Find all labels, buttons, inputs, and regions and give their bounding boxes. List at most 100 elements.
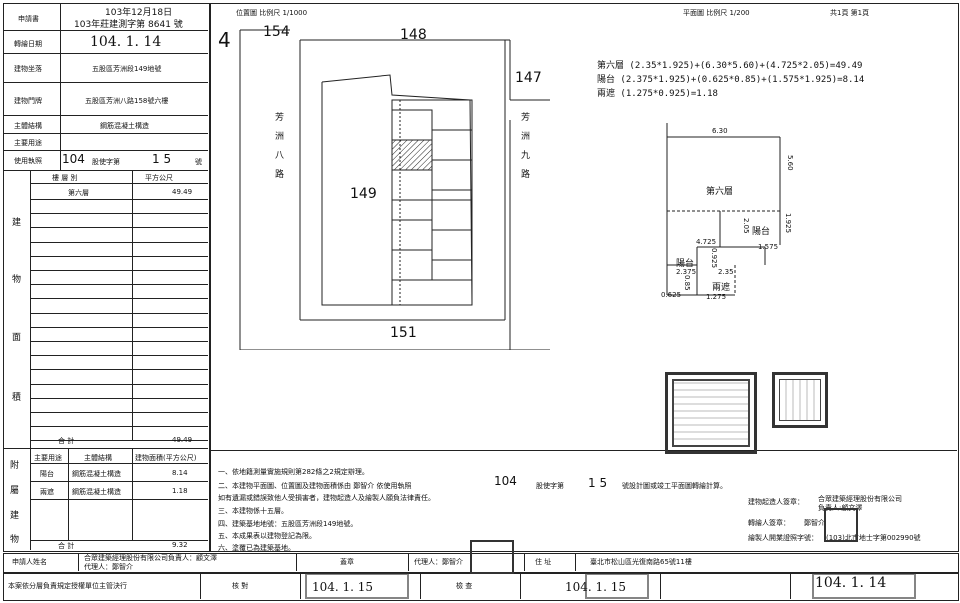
seal-label: 蓋章 (340, 558, 354, 566)
annex-row-structure: 鋼筋混凝土構造 (72, 488, 121, 496)
note-3: 三、本建物係十五層。 (218, 507, 288, 515)
row-label-transfer: 轉繪日期 (14, 40, 42, 48)
applicant-name-label: 申請人姓名 (12, 558, 47, 566)
drafter-sign-label: 轉繪人簽章： (748, 519, 790, 527)
cert-number: (103)北市地士字第002990號 (826, 534, 921, 542)
agent-label: 代理人：鄭智介 (414, 558, 463, 566)
north-arrow-icon: 4 (218, 28, 231, 52)
header-floor: 樓 層 別 (52, 174, 78, 182)
divider (575, 553, 576, 571)
divider (3, 115, 208, 116)
divider (296, 553, 297, 571)
drafter-sign-name: 鄭智介 (804, 519, 825, 527)
approve-date: 104. 1. 14 (815, 575, 887, 591)
divider (210, 450, 957, 451)
divider (660, 573, 661, 599)
annex-row-area: 1.18 (172, 487, 188, 495)
row-label-site: 建物坐落 (14, 65, 42, 73)
divider (3, 82, 208, 83)
annex-total-label: 合 計 (58, 542, 75, 550)
office-label: 本案依分層負責規定授權單位主管決行 (8, 582, 127, 590)
divider (420, 573, 421, 599)
area-grid-line (30, 199, 208, 200)
divider (78, 553, 79, 571)
area-grid-line (30, 270, 208, 271)
area-grid-line (30, 241, 208, 243)
sixth-floor-label: 第六層 (706, 187, 734, 197)
application-date: 103年12月18日 (105, 8, 173, 18)
formula-eaves: 兩遮 (1.275*0.925)=1.18 (597, 89, 718, 99)
area-grid-line (30, 284, 208, 286)
annex-row-area: 8.14 (172, 469, 188, 477)
dim-top: 6.30 (712, 127, 728, 135)
area-grid-line (30, 227, 208, 229)
structure-value: 鋼筋混凝土構造 (100, 122, 149, 130)
check2-label: 檢 查 (456, 582, 473, 590)
divider (132, 448, 133, 540)
row-label-license: 使用執照 (14, 157, 42, 165)
total-area: 49.49 (172, 436, 193, 444)
note-license-year: 104 (494, 474, 517, 488)
annex-label-1: 附 (10, 461, 20, 471)
lot-147: 147 (515, 70, 542, 86)
area-grid-line (30, 341, 208, 342)
area-grid-line (30, 383, 208, 385)
divider (30, 499, 208, 500)
dim-4725: 4.725 (696, 238, 717, 246)
lot-148: 148 (400, 27, 427, 43)
note-license-tail: 號設計圖或竣工平面圖轉繪計算。 (622, 482, 727, 490)
floor-plan-drawing (666, 123, 781, 296)
divider (520, 573, 521, 599)
note-2: 二、本建物平面圖、位置圖及建物面積係由 鄭智介 依使用執照 (218, 482, 412, 490)
license-number: 1 5 (152, 152, 172, 166)
area-grid-line (30, 369, 208, 371)
area-grid-line (30, 355, 208, 357)
divider (3, 448, 208, 449)
annex-label-3: 建 (10, 511, 20, 521)
divider (408, 553, 409, 571)
note-2b: 如有遺漏或錯誤致他人受損害者，建物起造人及繪製人願負法律責任。 (218, 494, 435, 502)
check-label: 核 對 (232, 582, 249, 590)
personal-seal-stamp (772, 372, 828, 428)
building-address: 五股區芳洲八路158號六樓 (85, 97, 169, 105)
divider (3, 150, 208, 151)
left-table-border (3, 3, 210, 552)
address-value: 臺北市松山區光復南路65號11樓 (590, 558, 692, 566)
balcony2-label: 陽台 (676, 259, 695, 269)
note-4: 四、建築基地地號：五股區芳洲段149地號。 (218, 520, 358, 528)
divider (300, 573, 301, 599)
dim-235: 2.35 (718, 268, 734, 276)
applicant-sign-label: 建物起造人簽章： (748, 498, 804, 506)
divider (790, 573, 791, 599)
check2-date: 104. 1. 15 (565, 580, 627, 594)
lot-151: 151 (390, 325, 417, 341)
note-1: 一、依地籍測量實施規則第282條之2規定辦理。 (218, 468, 369, 476)
divider (30, 481, 208, 482)
annex-label-4: 物 (10, 535, 20, 545)
dim-right: 5.60 (786, 155, 794, 171)
note-license-number: 1 5 (588, 476, 608, 490)
area-label-1: 建 (12, 218, 22, 228)
area-grid-line (30, 298, 208, 300)
license-year: 104 (62, 152, 85, 166)
row-label-usage: 主要用途 (14, 139, 42, 147)
header-area: 平方公尺 (145, 174, 173, 182)
note-license-label: 股使字第 (536, 482, 564, 490)
area-grid-line (30, 312, 208, 314)
floor-area: 49.49 (172, 188, 193, 196)
divider (30, 183, 208, 184)
annex-row-use: 陽台 (40, 470, 54, 478)
divider (200, 573, 201, 599)
license-suffix: 號 (195, 158, 202, 166)
dim-1925: 1.925 (784, 213, 792, 234)
applicant-name: 合眾建築經理股份有限公司負責人：顧文澤 (84, 554, 217, 562)
checker-seal-stamp (305, 573, 409, 599)
location-map-drawing (239, 29, 550, 350)
floor-plan-title: 平面圖 比例尺 1/200 (683, 9, 750, 17)
area-grid-line (30, 255, 208, 257)
area-grid-line (30, 426, 208, 428)
approver-seal-stamp (812, 573, 916, 599)
area-grid-line (30, 412, 208, 413)
building-site: 五股區芳洲段149地號 (92, 65, 162, 73)
application-number: 103年莊建測字第 8641 號 (74, 20, 183, 30)
